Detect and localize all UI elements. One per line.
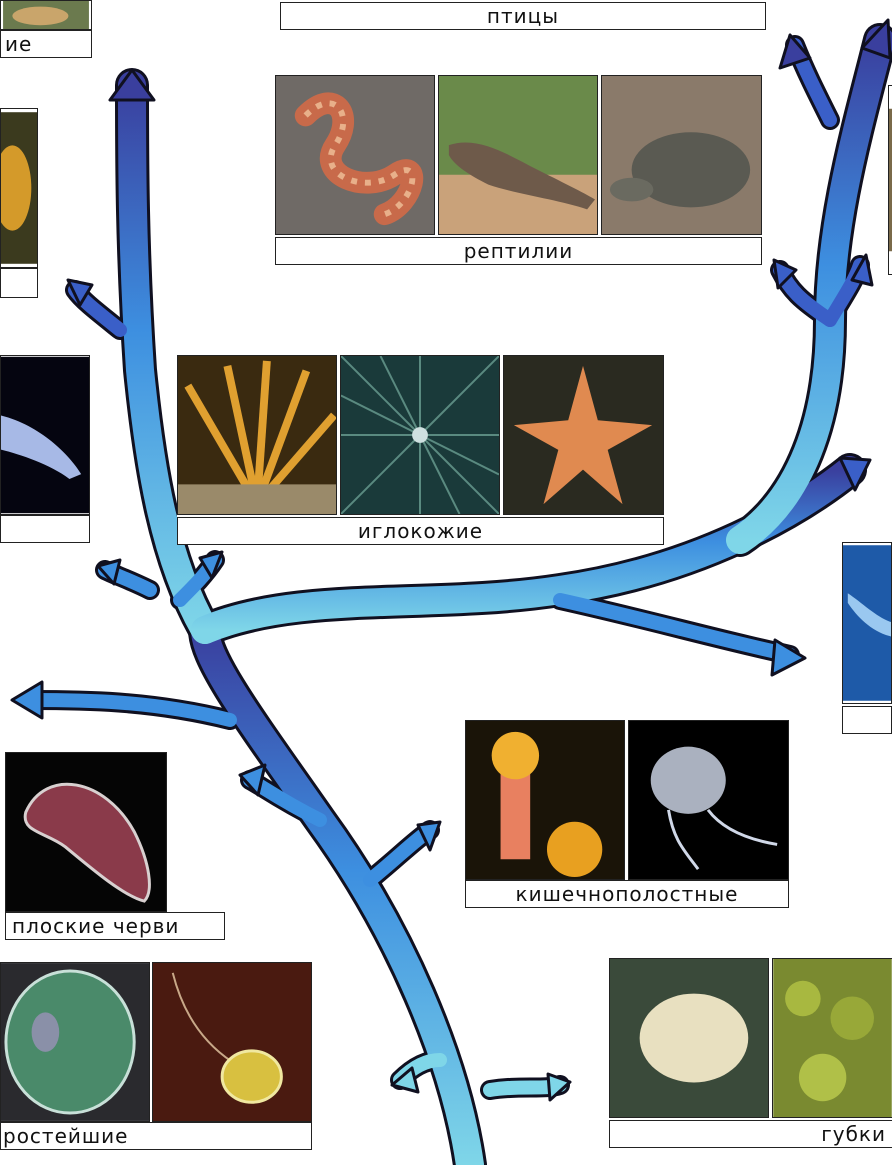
photo-monitor-lizard	[438, 75, 598, 235]
photo-paramecium	[0, 962, 150, 1122]
group-echinoderms: иглокожие	[177, 355, 664, 545]
group-protozoa: ростейшие	[0, 962, 312, 1150]
photo-snake	[275, 75, 435, 235]
caption-reptiles: рептилии	[275, 237, 762, 265]
photo-euglena	[152, 962, 312, 1122]
caption-sponges: губки	[609, 1120, 892, 1148]
caption-squid	[0, 515, 90, 543]
photo-sea-anemone	[465, 720, 625, 880]
arrowhead-left-far	[12, 682, 42, 718]
group-reptiles: рептилии	[275, 75, 762, 265]
photo-planarian	[5, 752, 167, 912]
group-sponges: губки	[609, 958, 892, 1148]
caption-top-left: ие	[0, 30, 92, 58]
caption-cnidarians: кишечнополостные	[465, 880, 789, 908]
caption-echinoderms: иглокожие	[177, 517, 664, 545]
photo-mammal	[888, 85, 892, 275]
photo-green-sponge	[772, 958, 892, 1118]
photo-white-sponge	[609, 958, 769, 1118]
group-flatworms: плоские черви	[5, 752, 225, 940]
group-right-fish	[842, 542, 892, 734]
caption-right-fish	[842, 706, 892, 734]
photo-shark	[842, 542, 892, 704]
photo-sea-urchin	[340, 355, 500, 515]
caption-birds: птицы	[280, 2, 766, 30]
caption-mollusc	[0, 268, 38, 298]
group-cnidarians: кишечнополостные	[465, 720, 789, 908]
photo-sea-lily	[177, 355, 337, 515]
group-birds: птицы	[280, 0, 766, 30]
photo-squid	[0, 355, 90, 515]
group-top-left: ие	[0, 0, 92, 58]
photo-insect	[0, 0, 92, 30]
photo-tortoise	[601, 75, 762, 235]
caption-flatworms: плоские черви	[5, 912, 225, 940]
caption-protozoa: ростейшие	[0, 1122, 312, 1150]
photo-starfish	[503, 355, 664, 515]
photo-mollusc	[0, 108, 38, 268]
photo-jellyfish	[628, 720, 789, 880]
